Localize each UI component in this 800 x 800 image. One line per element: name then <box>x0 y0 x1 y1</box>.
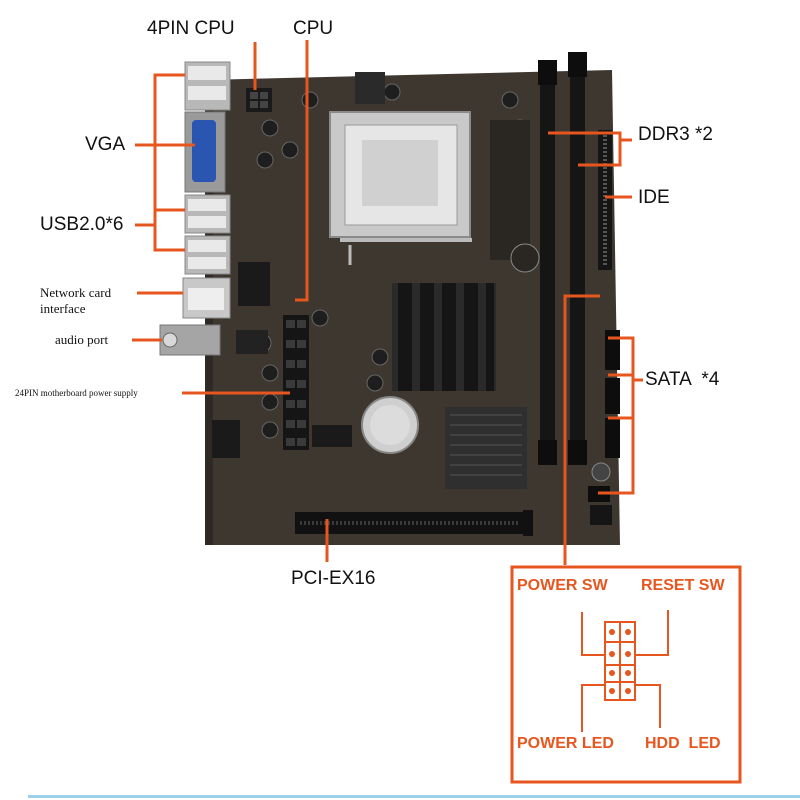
ddr3-slot-1 <box>540 60 555 460</box>
label-hdd-led: HDD LED <box>645 735 721 752</box>
label-vga: VGA <box>85 134 126 155</box>
leader-sata-bracket <box>598 336 635 495</box>
label-audio: audio port <box>55 332 109 347</box>
sata-port-1 <box>605 330 620 370</box>
4pin-connector <box>246 88 272 112</box>
leader-usb-bracket <box>153 73 185 252</box>
label-4pin-cpu: 4PIN CPU <box>147 18 235 39</box>
leader-lines <box>132 40 643 565</box>
front-panel-pin-diagram <box>581 610 669 732</box>
label-sata: SATA *4 <box>645 369 720 390</box>
label-24pin: 24PIN motherboard power supply <box>15 388 138 398</box>
label-usb: USB2.0*6 <box>40 214 124 235</box>
leader-front-panel <box>563 294 600 565</box>
label-ddr3: DDR3 *2 <box>638 124 713 145</box>
leader-cpu <box>295 40 309 302</box>
front-panel-detail-box <box>510 565 742 784</box>
northbridge-heatsink <box>392 283 496 391</box>
bottom-divider <box>28 795 800 798</box>
label-reset-sw: RESET SW <box>641 577 725 594</box>
label-ide: IDE <box>638 187 670 208</box>
front-panel-header-board <box>590 505 612 525</box>
leader-ddr3-bracket <box>548 131 622 167</box>
southbridge-heatsink <box>445 407 527 489</box>
ddr3-slot-2 <box>570 52 585 460</box>
label-network: Network card interface <box>40 285 112 316</box>
label-pcie: PCI-EX16 <box>291 568 376 589</box>
label-cpu: CPU <box>293 18 334 39</box>
front-panel-pins <box>609 629 631 694</box>
sata-port-3 <box>605 418 620 458</box>
label-power-sw: POWER SW <box>517 577 608 594</box>
label-power-led: POWER LED <box>517 735 614 752</box>
sata-port-2 <box>605 378 620 414</box>
